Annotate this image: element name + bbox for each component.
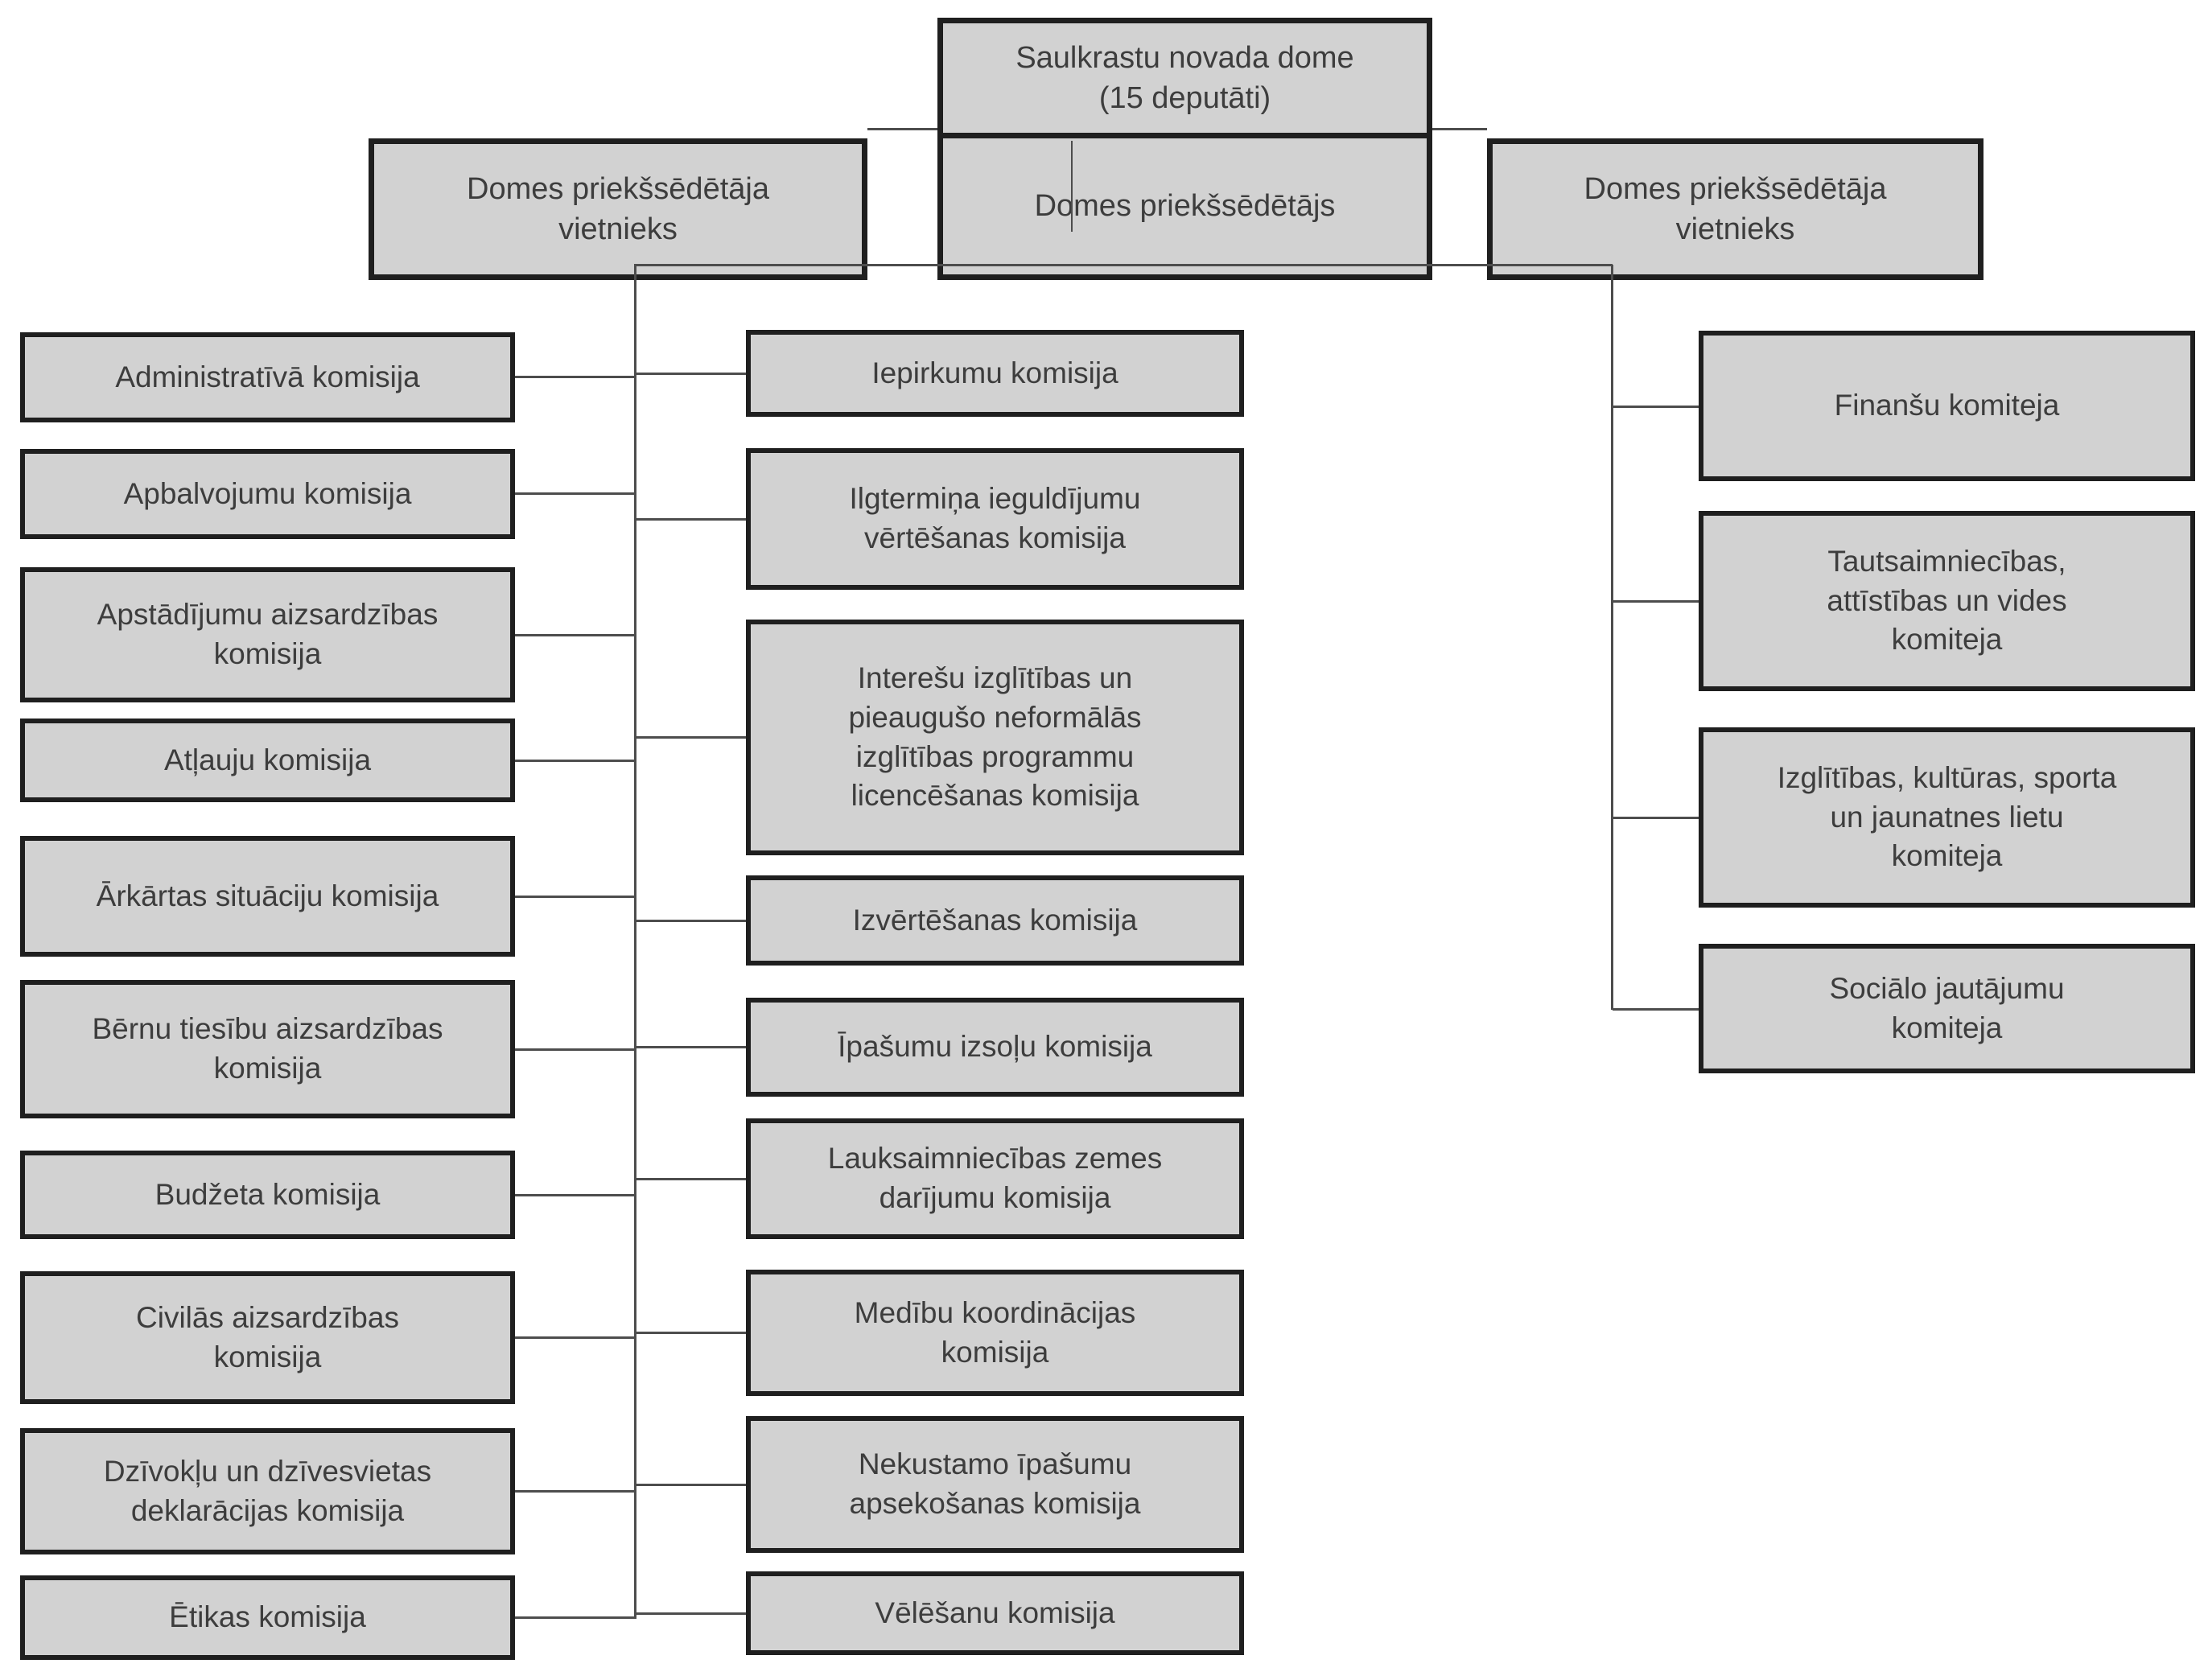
node-etikas-komisija: Ētikas komisija bbox=[20, 1575, 515, 1660]
connector-stub-middle-6 bbox=[636, 1178, 746, 1180]
node-label: Īpašumu izsoļu komisija bbox=[838, 1030, 1152, 1064]
node-label: Dzīvokļu un dzīvesvietas deklarācijas ko… bbox=[103, 1454, 432, 1527]
connector-stub-left-1 bbox=[515, 376, 636, 378]
node-label: Izvērtēšanas komisija bbox=[852, 903, 1138, 937]
connector-stub-middle-5 bbox=[636, 1046, 746, 1048]
node-apbalvojumu-komisija: Apbalvojumu komisija bbox=[20, 449, 515, 539]
node-label: Administratīvā komisija bbox=[115, 360, 420, 393]
node-izvertesanas-komisija: Izvērtēšanas komisija bbox=[746, 875, 1244, 966]
connector-stub-middle-3 bbox=[636, 736, 746, 739]
connector-stub-middle-9 bbox=[636, 1612, 746, 1615]
node-label: Domes priekšsēdētāja vietnieks bbox=[1584, 171, 1887, 246]
node-interesu-izglitibas-licencesanas-komisija: Interešu izglītības un pieaugušo neformā… bbox=[746, 620, 1244, 855]
node-label: Interešu izglītības un pieaugušo neformā… bbox=[848, 661, 1142, 813]
connector-stub-left-3 bbox=[515, 634, 636, 636]
node-administrativa-komisija: Administratīvā komisija bbox=[20, 332, 515, 422]
node-label: Apstādījumu aizsardzības komisija bbox=[97, 598, 439, 670]
connector-stub-left-10 bbox=[515, 1616, 636, 1619]
connector-stub-left-8 bbox=[515, 1336, 636, 1339]
connector-stub-right-3 bbox=[1613, 817, 1699, 819]
connector-main-rail bbox=[634, 264, 1613, 266]
node-label: Nekustamo īpašumu apsekošanas komisija bbox=[849, 1447, 1141, 1520]
connector-stub-right-2 bbox=[1613, 600, 1699, 603]
node-label: Medību koordinācijas komisija bbox=[854, 1295, 1136, 1369]
connector-stub-right-1 bbox=[1613, 406, 1699, 408]
node-nekustamo-ipasumu-apsekosanas-komisija: Nekustamo īpašumu apsekošanas komisija bbox=[746, 1416, 1244, 1553]
node-domes-priekssedetaja-vietnieks-right: Domes priekšsēdētāja vietnieks bbox=[1487, 138, 1983, 280]
node-label: Domes priekšsēdētājs bbox=[1034, 189, 1336, 224]
node-velesanu-komisija: Vēlēšanu komisija bbox=[746, 1571, 1244, 1655]
connector-stub-middle-7 bbox=[636, 1332, 746, 1334]
node-budzeta-komisija: Budžeta komisija bbox=[20, 1151, 515, 1239]
node-iepirkumu-komisija: Iepirkumu komisija bbox=[746, 330, 1244, 417]
node-saulkrastu-novada-dome: Saulkrastu novada dome (15 deputāti) bbox=[937, 18, 1432, 138]
node-domes-priekssedetaja-vietnieks-left: Domes priekšsēdētāja vietnieks bbox=[369, 138, 867, 280]
node-label: Izglītības, kultūras, sporta un jaunatne… bbox=[1777, 760, 2117, 873]
connector-stub-left-4 bbox=[515, 760, 636, 762]
node-ilgtermina-ieguldijumu-vertesanas-komisija: Ilgtermiņa ieguldījumu vērtēšanas komisi… bbox=[746, 448, 1244, 590]
connector-root-to-right-deputy bbox=[1432, 128, 1487, 130]
node-label: Atļauju komisija bbox=[163, 743, 372, 776]
node-label: Finanšu komiteja bbox=[1834, 389, 2060, 422]
node-atlauju-komisija: Atļauju komisija bbox=[20, 719, 515, 802]
node-apstadijumu-aizsardzibas-komisija: Apstādījumu aizsardzības komisija bbox=[20, 567, 515, 702]
connector-stub-middle-2 bbox=[636, 518, 746, 521]
node-label: Ētikas komisija bbox=[169, 1600, 366, 1634]
connector-stub-left-7 bbox=[515, 1194, 636, 1196]
connector-root-to-left-deputy bbox=[867, 128, 937, 130]
connector-stub-right-4 bbox=[1613, 1008, 1699, 1011]
connector-stub-middle-1 bbox=[636, 373, 746, 375]
node-label: Apbalvojumu komisija bbox=[123, 476, 412, 510]
node-label: Domes priekšsēdētāja vietnieks bbox=[467, 171, 769, 246]
connector-stub-left-5 bbox=[515, 896, 636, 898]
node-tautsaimniecibas-attistibas-un-vides-komiteja: Tautsaimniecības, attīstības un vides ko… bbox=[1699, 511, 2195, 691]
connector-root-to-chairman bbox=[1071, 141, 1073, 232]
connector-stub-middle-4 bbox=[636, 920, 746, 922]
node-arkartas-situaciju-komisija: Ārkārtas situāciju komisija bbox=[20, 836, 515, 957]
node-label: Saulkrastu novada dome (15 deputāti) bbox=[1015, 40, 1354, 115]
node-label: Ilgtermiņa ieguldījumu vērtēšanas komisi… bbox=[849, 482, 1141, 554]
connector-stub-left-6 bbox=[515, 1048, 636, 1051]
node-label: Lauksaimniecības zemes darījumu komisija bbox=[827, 1142, 1163, 1214]
node-label: Vēlēšanu komisija bbox=[875, 1596, 1115, 1629]
node-label: Civilās aizsardzības komisija bbox=[136, 1300, 399, 1373]
node-domes-priekssedetajs: Domes priekšsēdētājs bbox=[937, 138, 1432, 280]
connector-right-spine bbox=[1611, 265, 1613, 1010]
connector-stub-middle-8 bbox=[636, 1484, 746, 1486]
node-label: Tautsaimniecības, attīstības un vides ko… bbox=[1827, 544, 2067, 657]
node-izglitibas-kulturas-sporta-komiteja: Izglītības, kultūras, sporta un jaunatne… bbox=[1699, 727, 2195, 908]
node-label: Iepirkumu komisija bbox=[871, 356, 1118, 389]
node-label: Ārkārtas situāciju komisija bbox=[96, 879, 439, 912]
node-bernu-tiesibu-aizsardzibas-komisija: Bērnu tiesību aizsardzības komisija bbox=[20, 980, 515, 1118]
node-finansu-komiteja: Finanšu komiteja bbox=[1699, 331, 2195, 481]
node-lauksaimniecibas-zemes-darijumu-komisija: Lauksaimniecības zemes darījumu komisija bbox=[746, 1118, 1244, 1239]
node-dzivoklu-un-dzivesvietas-deklaracijas-komisija: Dzīvokļu un dzīvesvietas deklarācijas ko… bbox=[20, 1428, 515, 1554]
node-label: Sociālo jautājumu komiteja bbox=[1829, 971, 2065, 1044]
node-label: Bērnu tiesību aizsardzības komisija bbox=[92, 1012, 443, 1085]
node-socialo-jautajumu-komiteja: Sociālo jautājumu komiteja bbox=[1699, 944, 2195, 1073]
node-label: Budžeta komisija bbox=[154, 1177, 381, 1211]
node-ipasumu-izsolu-komisija: Īpašumu izsoļu komisija bbox=[746, 998, 1244, 1097]
node-medibu-koordinacijas-komisija: Medību koordinācijas komisija bbox=[746, 1270, 1244, 1396]
node-civilas-aizsardzibas-komisija: Civilās aizsardzības komisija bbox=[20, 1271, 515, 1404]
connector-stub-left-2 bbox=[515, 492, 636, 495]
connector-left-spine bbox=[634, 265, 636, 1619]
connector-stub-left-9 bbox=[515, 1490, 636, 1493]
